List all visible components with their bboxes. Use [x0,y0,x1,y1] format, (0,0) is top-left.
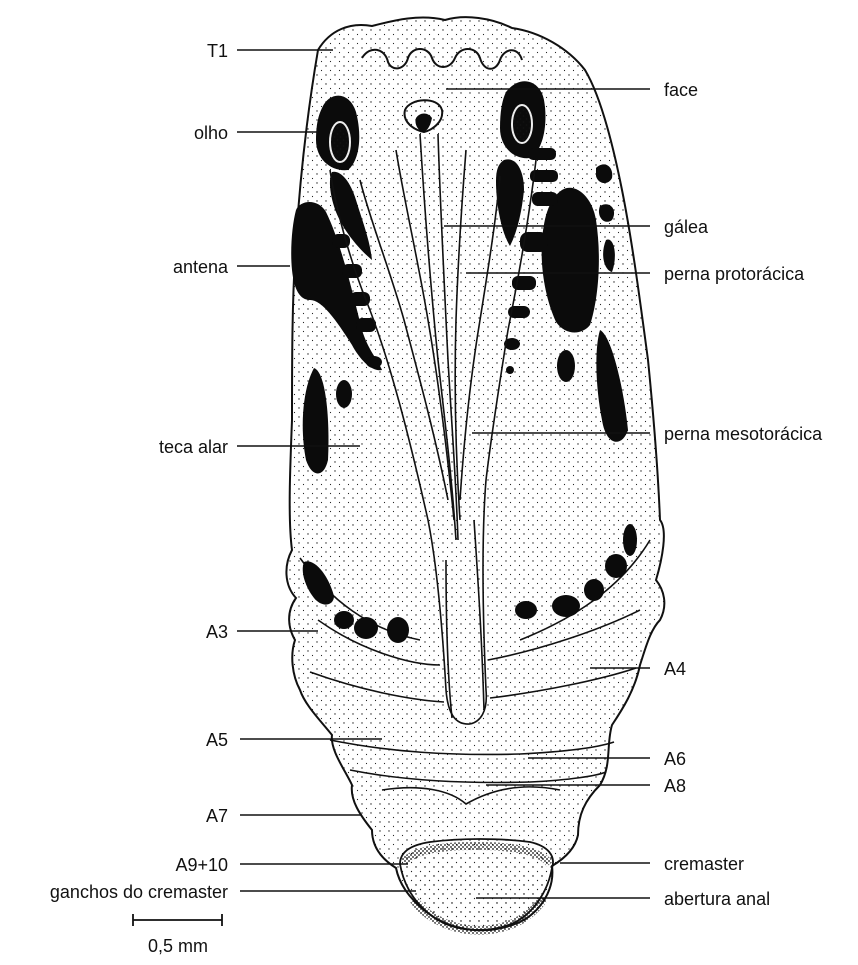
scale-bar-label: 0,5 mm [148,936,208,956]
cremaster-region [400,839,553,930]
label-face: face [664,80,698,100]
label-a8: A8 [664,776,686,796]
label-antena: antena [173,257,229,277]
label-a3: A3 [206,622,228,642]
label-galea: gálea [664,217,709,237]
label-perna-mesotoracica: perna mesotorácica [664,424,823,444]
label-a9-10: A9+10 [175,855,228,875]
label-a6: A6 [664,749,686,769]
label-a4: A4 [664,659,686,679]
label-teca-alar: teca alar [159,437,228,457]
label-ganchos-do-cremaster: ganchos do cremaster [50,882,228,902]
label-olho: olho [194,123,228,143]
label-perna-protoracica: perna protorácica [664,264,805,284]
label-t1: T1 [207,41,228,61]
label-cremaster: cremaster [664,854,744,874]
label-abertura-anal: abertura anal [664,889,770,909]
left-labels: T1 olho antena teca alar A3 A5 A7 A9+10 … [50,41,229,902]
label-a7: A7 [206,806,228,826]
label-a5: A5 [206,730,228,750]
right-labels: face gálea perna protorácica perna mesot… [664,80,823,909]
scale-bar: 0,5 mm [133,914,222,956]
